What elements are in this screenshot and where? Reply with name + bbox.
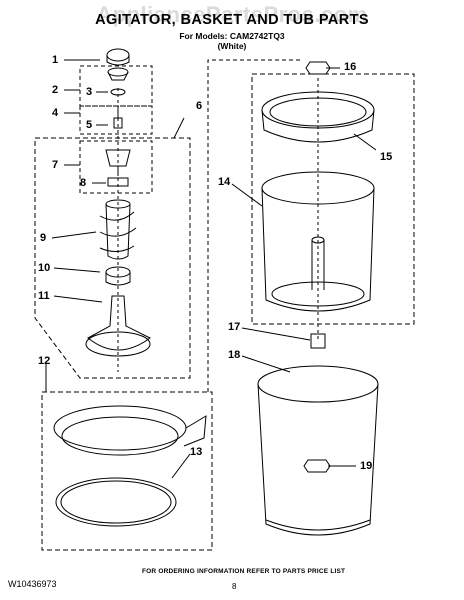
callout-17: 17 [228,321,241,333]
callout-7: 7 [52,159,59,171]
callout-1: 1 [52,54,59,66]
page-title: AGITATOR, BASKET AND TUB PARTS [95,12,369,28]
callout-15: 15 [380,151,393,163]
document-number: W10436973 [8,579,57,589]
ordering-note: FOR ORDERING INFORMATION REFER TO PARTS … [142,568,346,575]
callout-13: 13 [190,446,203,458]
callout-10: 10 [38,262,51,274]
watermark: AppliancePartsPros.com [96,2,368,27]
page-number: 8 [232,582,237,591]
model-line: For Models: CAM2742TQ3 [179,31,285,41]
group-box-6 [34,137,191,379]
group-box-12 [41,391,213,551]
callout-6: 6 [196,100,203,112]
callout-3: 3 [86,86,93,98]
callout-4: 4 [52,107,59,119]
callout-2: 2 [52,84,59,96]
connector-line [207,59,300,392]
callout-8: 8 [80,177,87,189]
model-subtitle: For Models: CAM2742TQ3 (White) [0,31,464,51]
callout-11: 11 [38,290,50,302]
callout-12: 12 [38,355,51,367]
group-box-7 [79,140,153,194]
callout-9: 9 [40,232,47,244]
callout-19: 19 [360,460,373,472]
color-line: (White) [217,41,247,51]
group-box-4 [79,105,153,135]
callout-16: 16 [344,61,357,73]
callout-18: 18 [228,349,241,361]
callout-14: 14 [218,176,231,188]
callout-5: 5 [86,119,93,131]
